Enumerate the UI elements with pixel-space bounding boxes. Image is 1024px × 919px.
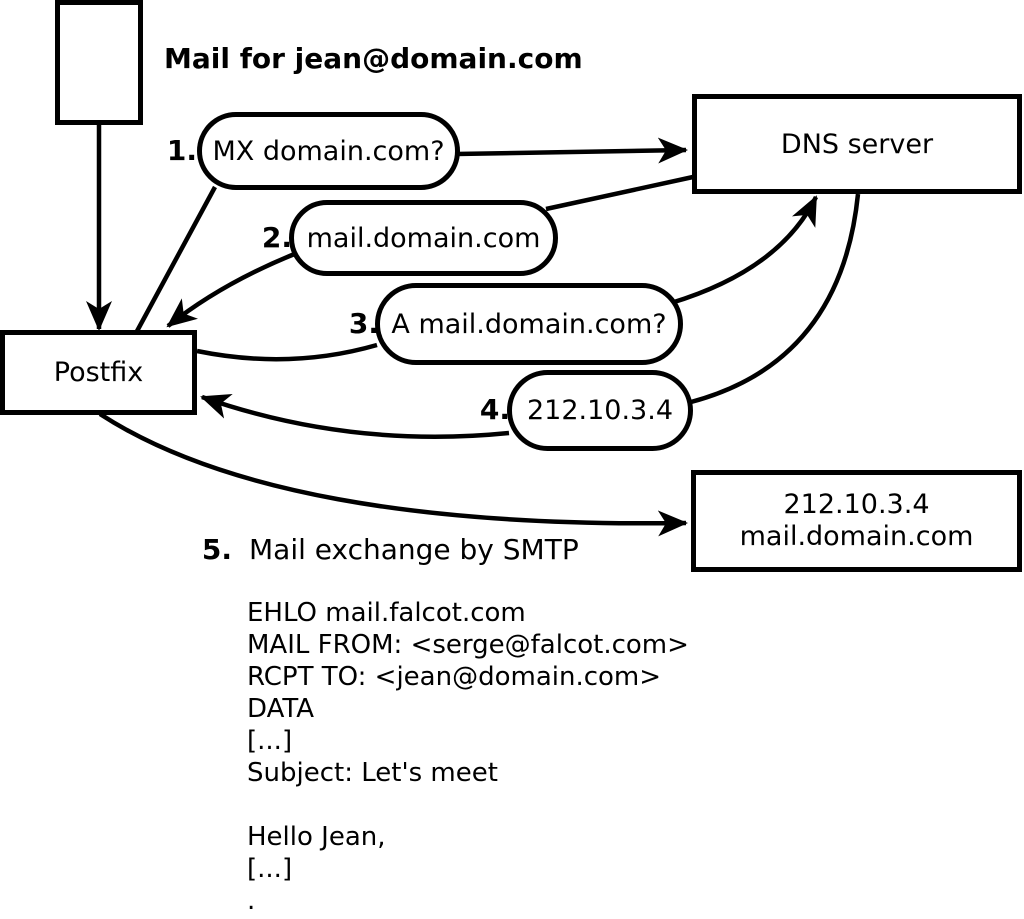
line-dns-to-reply2 — [545, 174, 694, 212]
step-4-number: 4. — [479, 393, 510, 426]
step-2-reply-pill: mail.domain.com — [289, 200, 558, 276]
mail-message-box — [55, 0, 143, 125]
step-1-query-pill: MX domain.com? — [197, 112, 460, 190]
arrow-postfix-to-mailserver — [98, 412, 688, 537]
step-4-reply-pill: 212.10.3.4 — [507, 370, 693, 451]
smtp-line-ellipsis-1: [...] — [247, 726, 293, 756]
smtp-line-subject: Subject: Let's meet — [247, 758, 498, 788]
line-dns-to-reply4 — [690, 193, 861, 405]
arrow-reply4-to-postfix — [200, 394, 510, 440]
dns-server-label: DNS server — [780, 128, 934, 160]
smtp-line-mail-from: MAIL FROM: <serge@falcot.com> — [247, 630, 689, 660]
arrow-reply2-to-postfix — [166, 250, 298, 328]
step-3-query-label: A mail.domain.com? — [391, 308, 667, 340]
smtp-line-data: DATA — [247, 694, 314, 724]
arrow-query3-to-dns — [670, 195, 819, 306]
step-5-label: Mail exchange by SMTP — [249, 533, 579, 566]
postfix-node: Postfix — [0, 330, 197, 415]
diagram-title: Mail for jean@domain.com — [164, 42, 583, 75]
smtp-line-rcpt-to: RCPT TO: <jean@domain.com> — [247, 662, 662, 692]
line-postfix-to-query1 — [134, 185, 217, 335]
postfix-label: Postfix — [53, 357, 144, 388]
dns-server-node: DNS server — [692, 94, 1022, 194]
mail-server-hostname: mail.domain.com — [739, 521, 974, 552]
step-2-number: 2. — [261, 221, 292, 254]
step-4-reply-label: 212.10.3.4 — [527, 395, 673, 426]
arrow-query1-to-dns — [455, 137, 688, 164]
step-2-reply-label: mail.domain.com — [306, 222, 541, 254]
smtp-line-end-dot: . — [247, 886, 256, 916]
smtp-line-greeting: Hello Jean, — [247, 822, 386, 852]
step-3-query-pill: A mail.domain.com? — [375, 283, 683, 365]
line-postfix-to-query3 — [196, 342, 378, 362]
mail-server-ip: 212.10.3.4 — [783, 489, 930, 520]
step-1-number: 1. — [166, 134, 197, 167]
mail-server-node: 212.10.3.4 mail.domain.com — [691, 470, 1022, 572]
step-1-query-label: MX domain.com? — [212, 135, 445, 167]
smtp-session-transcript: EHLO mail.falcot.com MAIL FROM: <serge@f… — [247, 597, 689, 917]
step-3-number: 3. — [348, 307, 379, 340]
smtp-line-ehlo: EHLO mail.falcot.com — [247, 598, 526, 628]
step-5-number: 5. — [201, 533, 232, 566]
smtp-line-ellipsis-2: [...] — [247, 854, 293, 884]
